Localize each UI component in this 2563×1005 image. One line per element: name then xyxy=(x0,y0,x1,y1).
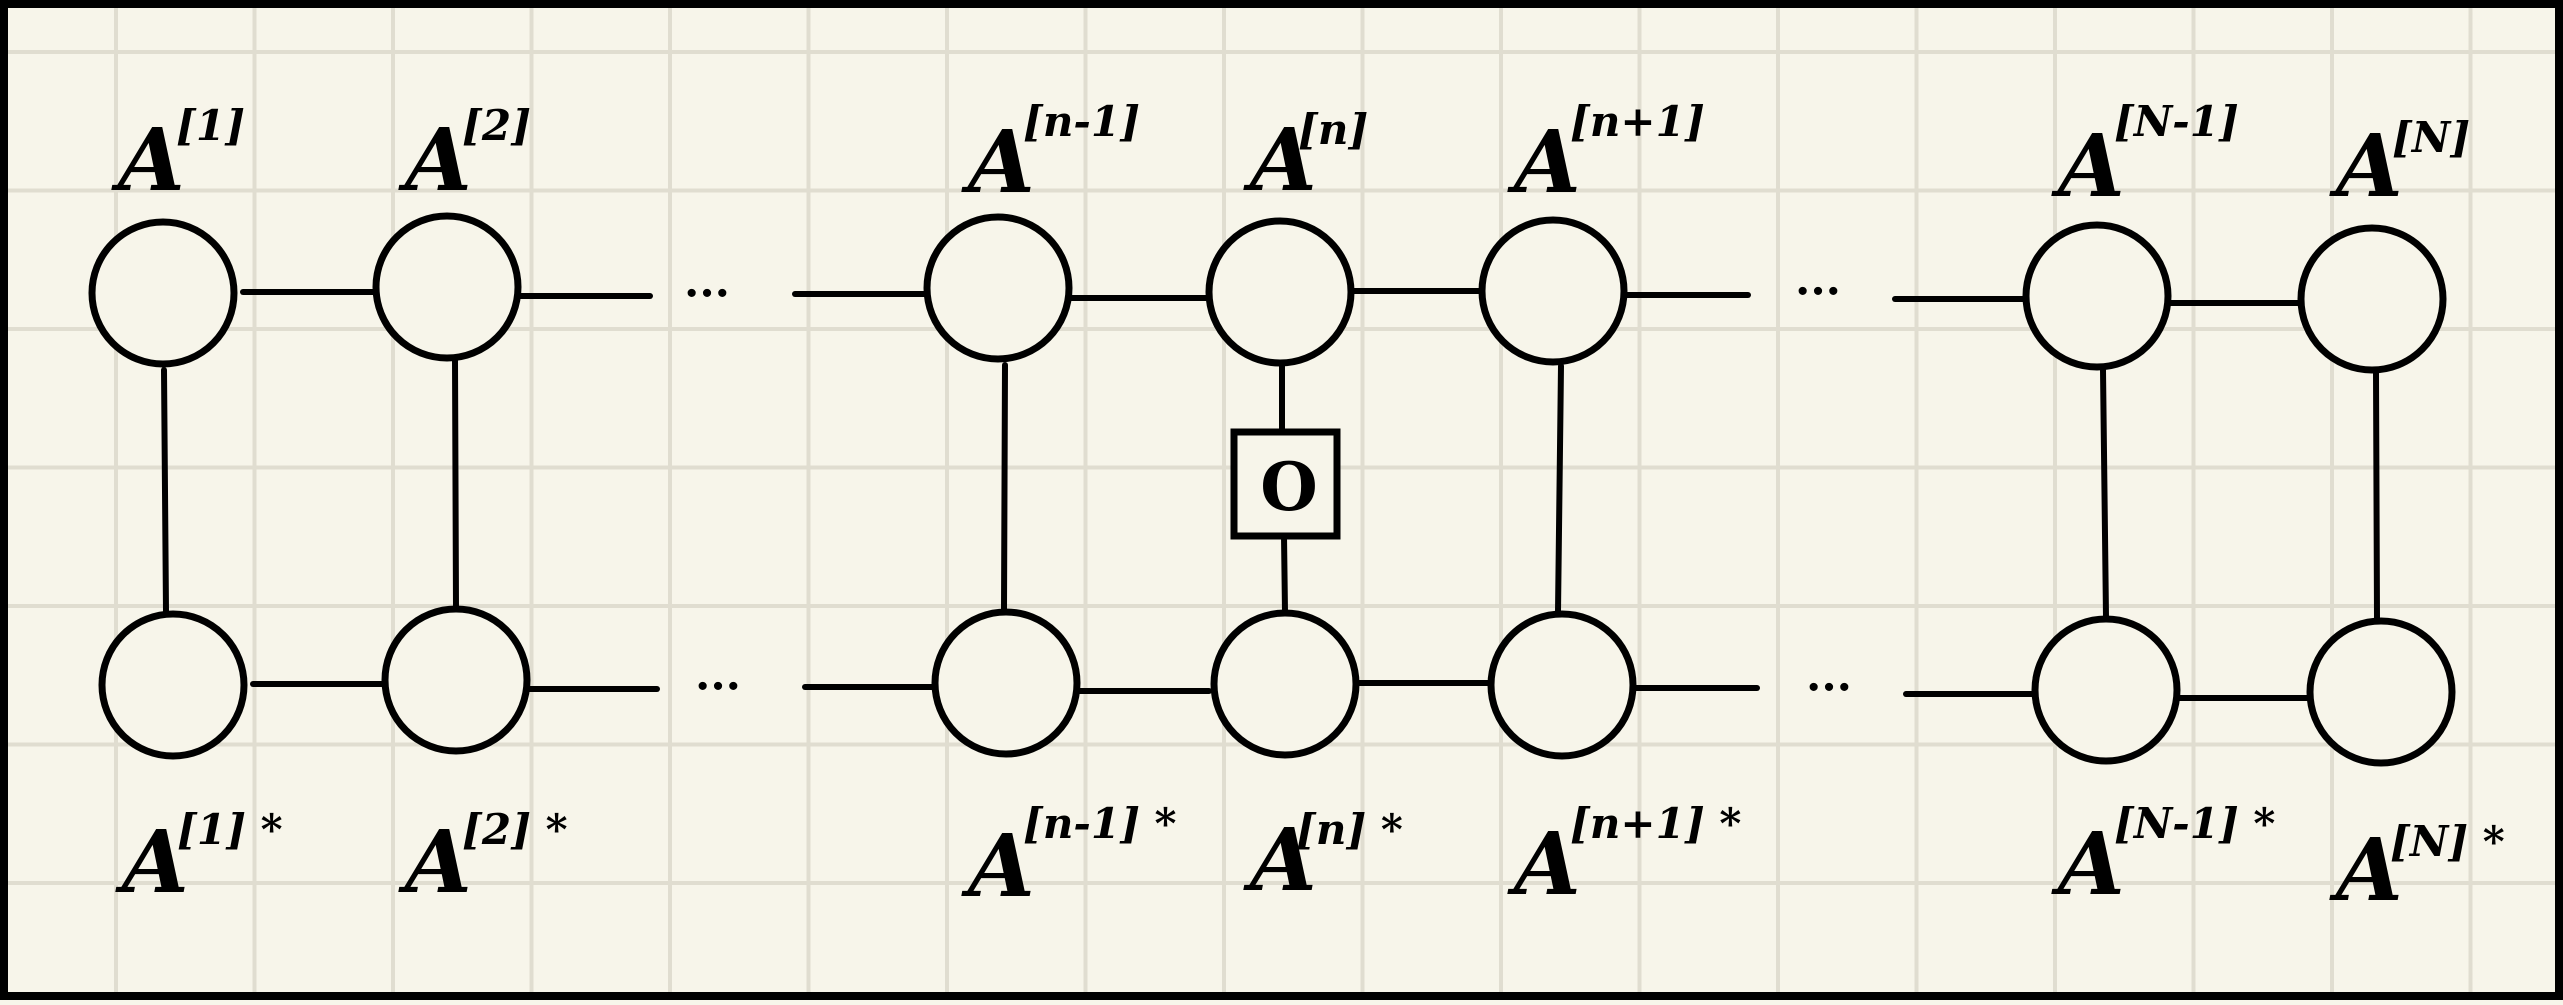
node-bottom-n1 xyxy=(1487,610,1637,760)
node-bottom-N xyxy=(2306,617,2456,767)
vertical-leg-N xyxy=(2373,369,2380,623)
label-bottom-n: A [n] * xyxy=(1243,805,1403,911)
vertical-leg-n-1 xyxy=(1001,362,1008,613)
label-top-N-1: A [N-1] xyxy=(2051,97,2239,217)
label-bottom-2-index: [2] * xyxy=(462,805,568,854)
node-bottom-n-1 xyxy=(931,608,1081,758)
label-top-n1-index: [n+1] xyxy=(1570,97,1705,146)
label-top-2-base: A xyxy=(398,110,472,211)
label-bottom-N-1: A [N-1] * xyxy=(2051,799,2275,915)
label-top-n: A [n] xyxy=(1243,105,1368,211)
node-bottom-N-1 xyxy=(2031,615,2181,765)
label-bottom-n1: A [n+1] * xyxy=(1507,799,1741,915)
label-bottom-n1-index: [n+1] * xyxy=(1570,799,1741,848)
label-top-1-index: [1] xyxy=(176,101,245,150)
label-bottom-N-index: [N] * xyxy=(2390,817,2505,866)
node-top-n xyxy=(1205,217,1355,367)
label-top-N-index: [N] xyxy=(2392,113,2470,162)
label-bottom-N-base: A xyxy=(2329,820,2403,921)
bonds xyxy=(161,288,2380,701)
ellipses: ··· ··· ··· ··· xyxy=(684,266,1852,713)
operator-box xyxy=(1230,428,1341,540)
label-top-2-index: [2] xyxy=(462,101,531,150)
label-top-n-1-base: A xyxy=(961,112,1035,213)
label-top-N-base: A xyxy=(2329,116,2403,217)
label-bottom-n-1: A [n-1] * xyxy=(961,799,1177,917)
ellipsis-top-right: ··· xyxy=(1795,266,1841,317)
operator: O xyxy=(1230,428,1341,540)
top-labels: A [1] A [2] A [n-1] A [n] A [n+1] A [N-1… xyxy=(111,97,2470,217)
vertical-leg-n1 xyxy=(1555,363,1564,615)
node-top-n-1 xyxy=(923,213,1073,363)
ellipsis-bottom-left: ··· xyxy=(695,661,741,712)
label-top-N-1-index: [N-1] xyxy=(2114,97,2239,146)
label-top-n1-base: A xyxy=(1507,112,1581,213)
node-top-n1 xyxy=(1478,216,1628,366)
node-bottom-n xyxy=(1210,609,1360,759)
vertical-leg-2 xyxy=(452,357,459,611)
label-top-n1: A [n+1] xyxy=(1507,97,1705,213)
node-top-N-1 xyxy=(2022,221,2172,371)
ellipsis-bottom-right: ··· xyxy=(1806,662,1852,713)
label-bottom-N-1-base: A xyxy=(2051,814,2125,915)
ellipsis-top-left: ··· xyxy=(684,268,730,319)
label-bottom-1-base: A xyxy=(115,812,189,913)
label-top-n-index: [n] xyxy=(1298,105,1368,154)
label-bottom-2-base: A xyxy=(398,812,472,913)
node-top-N xyxy=(2297,224,2447,374)
label-bottom-1-index: [1] * xyxy=(177,805,283,854)
label-top-N: A [N] xyxy=(2329,113,2470,217)
node-top-2 xyxy=(372,212,522,362)
label-top-2: A [2] xyxy=(398,101,531,211)
tensor-nodes xyxy=(88,212,2456,767)
label-bottom-N-1-index: [N-1] * xyxy=(2114,799,2275,848)
label-bottom-n-base: A xyxy=(1243,810,1317,911)
label-bottom-n-1-base: A xyxy=(961,816,1035,917)
label-bottom-n-1-index: [n-1] * xyxy=(1023,799,1177,848)
vertical-leg-n-lower xyxy=(1281,533,1288,615)
label-bottom-n-index: [n] * xyxy=(1296,805,1403,854)
label-top-1-base: A xyxy=(111,110,185,211)
node-bottom-2 xyxy=(381,605,531,755)
operator-label: O xyxy=(1260,448,1318,526)
label-bottom-1: A [1] * xyxy=(115,805,283,913)
node-bottom-1 xyxy=(98,610,248,760)
label-bottom-2: A [2] * xyxy=(398,805,568,913)
vertical-leg-1 xyxy=(161,367,169,615)
label-top-n-1: A [n-1] xyxy=(961,97,1140,213)
label-bottom-n1-base: A xyxy=(1507,814,1581,915)
label-top-N-1-base: A xyxy=(2051,116,2125,217)
label-top-n-base: A xyxy=(1243,110,1317,211)
label-top-n-1-index: [n-1] xyxy=(1023,97,1140,146)
vertical-leg-N-1 xyxy=(2100,367,2109,620)
bottom-labels: A [1] * A [2] * A [n-1] * A [n] * A [n+1… xyxy=(115,799,2505,921)
label-top-1: A [1] xyxy=(111,101,245,211)
label-bottom-N: A [N] * xyxy=(2329,817,2505,921)
node-top-1 xyxy=(88,218,238,368)
